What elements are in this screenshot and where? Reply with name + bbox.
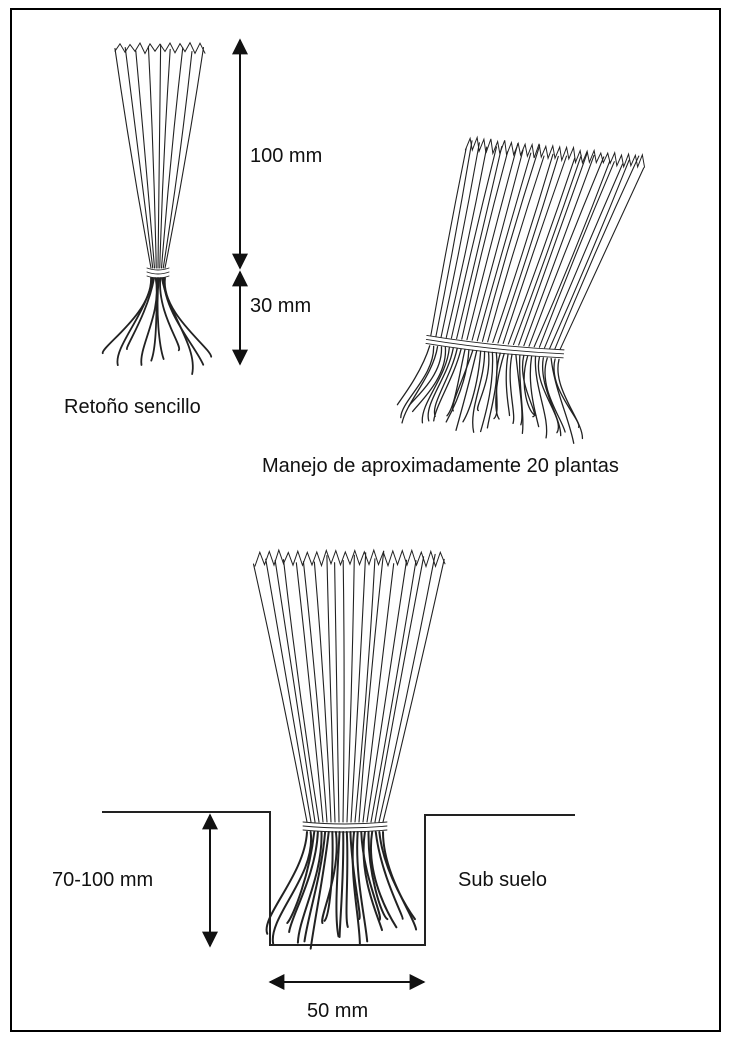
plant-bundle-illustration (395, 132, 646, 448)
bundle-caption: Manejo de aproximadamente 20 plantas (262, 456, 619, 476)
hole-depth-label: 70-100 mm (52, 870, 153, 890)
single-shoot-caption: Retoño sencillo (64, 397, 201, 417)
hole-width-label: 50 mm (307, 1001, 368, 1021)
shoot-length-label: 100 mm (250, 146, 322, 166)
root-length-label: 30 mm (250, 296, 311, 316)
subsoil-label: Sub suelo (458, 870, 547, 890)
planted-bundle-illustration (254, 550, 445, 949)
single-shoot-illustration (103, 43, 212, 374)
